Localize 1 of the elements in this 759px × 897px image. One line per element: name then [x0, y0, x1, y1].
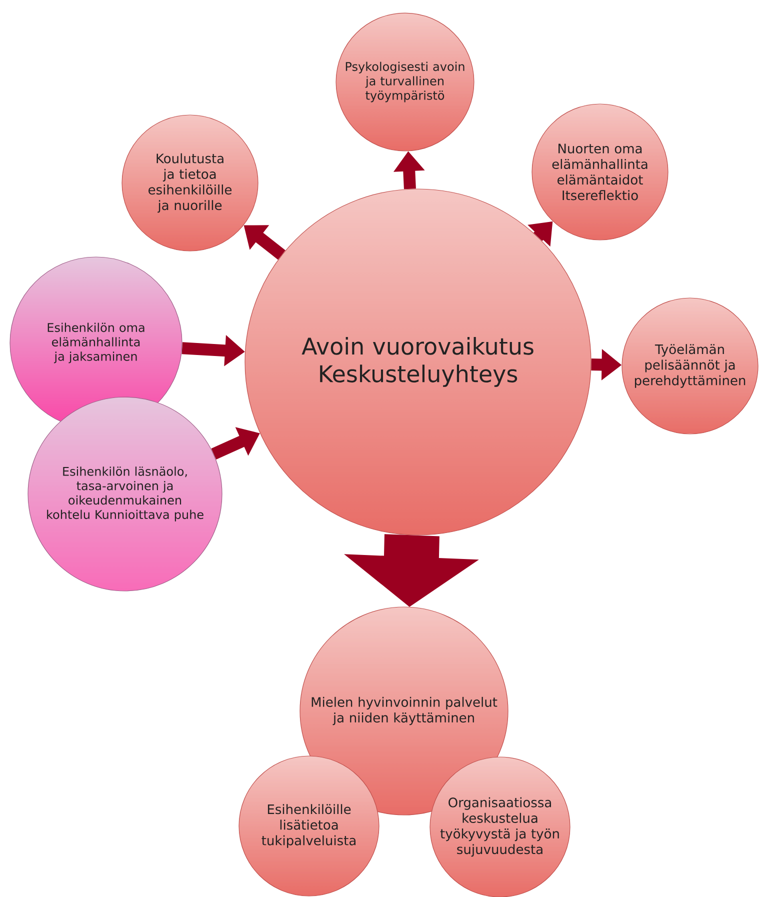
block-arrow — [344, 534, 479, 607]
